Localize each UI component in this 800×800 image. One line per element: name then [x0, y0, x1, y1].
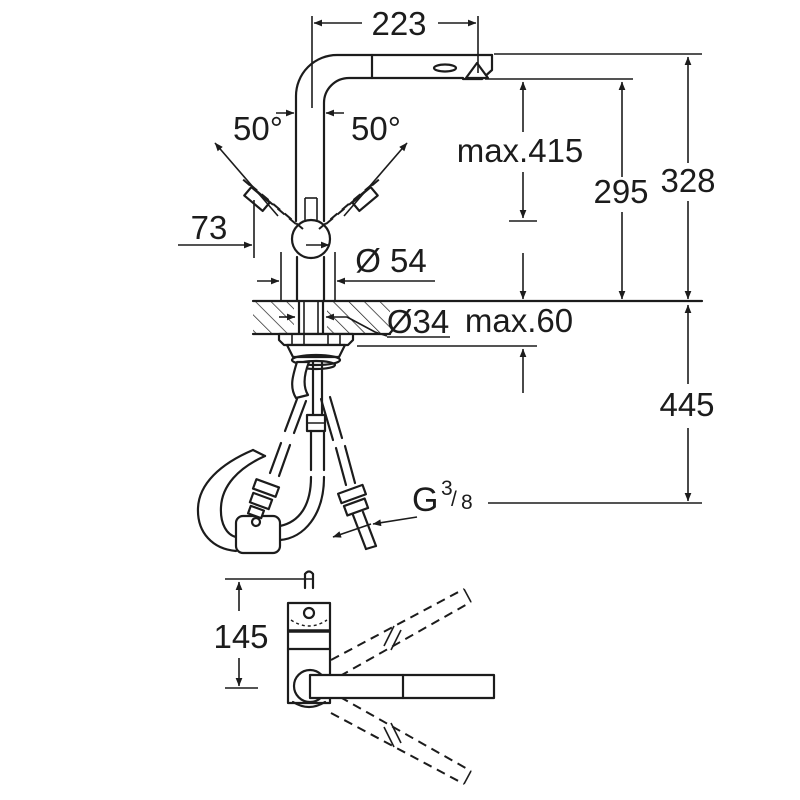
spray-button [432, 63, 458, 73]
dim-text-445: 445 [659, 386, 714, 423]
dim-leader [346, 316, 388, 337]
spout-dashed-upper [339, 601, 472, 677]
lever-pin-top [303, 570, 315, 576]
break-tick [383, 726, 395, 748]
spout-dashed-cap [463, 770, 472, 785]
hose-line [319, 397, 335, 442]
dim-spout-reach: 223 [311, 5, 479, 108]
thread-g: G [412, 481, 438, 519]
dim-text-328: 328 [660, 162, 715, 199]
dim-lever-angles: 50° 50° [214, 109, 408, 217]
supply-hose-left [246, 397, 308, 520]
dim-text-295: 295 [593, 173, 648, 210]
lock-ring [290, 353, 342, 367]
hose-end-cap [364, 544, 378, 551]
dim-deck-thickness: max.60 [357, 253, 573, 393]
thread-slash: / [451, 488, 457, 511]
dim-body-height: 145 [213, 578, 313, 689]
leader-arrow [332, 523, 372, 538]
hose-cone-end [246, 504, 266, 520]
dim-text-50-right: 50° [351, 110, 401, 147]
hose-line [283, 397, 299, 433]
swivel-range [330, 588, 472, 785]
dim-hose-length: 445 [488, 304, 715, 504]
dim-text-d54: Ø 54 [355, 242, 427, 279]
dim-connection-thread: G 3 / 8 [332, 477, 473, 538]
hose-line [268, 441, 283, 475]
angle-leader-left [214, 142, 279, 217]
hose-nut [342, 497, 370, 517]
dim-text-145: 145 [213, 618, 268, 655]
leader-arrow [372, 516, 418, 527]
break-tick [383, 625, 395, 647]
faucet-body [277, 53, 494, 371]
dim-text-73: 73 [191, 209, 228, 246]
spout-dashed-lower [330, 712, 465, 785]
body-top-view [286, 570, 496, 709]
lever-ball-joint [290, 218, 332, 260]
hose-nut [251, 478, 281, 498]
supply-hose-right [319, 395, 378, 551]
base-ellipse [291, 700, 327, 709]
pullout-hose-bend [278, 475, 313, 528]
spout-dashed-cap [463, 588, 472, 603]
dim-text-d34: Ø34 [387, 303, 449, 340]
spout-dashed-upper [330, 588, 465, 661]
mounting-nut [285, 343, 347, 359]
hose-nut [336, 483, 368, 505]
hose-line [277, 443, 292, 478]
dim-total-height: 328 [494, 53, 716, 300]
bottom-view: 145 [213, 570, 496, 785]
dim-text-max415: max.415 [457, 132, 584, 169]
outlet-elbow [291, 360, 311, 400]
hose-line [361, 510, 378, 548]
spout-inner-edge [322, 76, 465, 223]
hose-line [343, 444, 357, 485]
dim-max-height: max.415 [457, 81, 584, 222]
break-tick [390, 722, 402, 744]
weight-screw [250, 516, 262, 528]
hidden-edge [290, 619, 328, 627]
angle-leader-right [343, 142, 408, 217]
hose-loop-inner [219, 454, 267, 539]
thread-numerator: 3 [441, 477, 453, 500]
main-view: 223 50° 50° 73 Ø 54 [178, 5, 716, 555]
hose-line [328, 395, 344, 440]
hose-line [334, 446, 348, 487]
dim-text-50-left: 50° [233, 110, 283, 147]
hose-loop-outer [196, 448, 255, 553]
undersink-hoses [196, 360, 378, 555]
hose-line [292, 399, 308, 435]
pin-hole [302, 606, 316, 620]
pullout-hose-bend [278, 475, 326, 542]
deck-hatch-right [327, 302, 390, 334]
spout-dashed-lower [339, 696, 472, 772]
dim-text-max60: max.60 [465, 302, 573, 339]
hose-line [351, 513, 368, 551]
break-tick [390, 629, 402, 651]
lever-positions [239, 176, 383, 230]
hose-nut [248, 491, 274, 511]
dim-lever-projection: 73 [178, 200, 330, 258]
thread-denominator: 8 [461, 491, 473, 514]
hose-loop-end [251, 448, 267, 458]
mounting-washer [277, 332, 355, 347]
dim-text-223: 223 [371, 5, 426, 42]
dim-hole-diameter: Ø34 [279, 303, 450, 340]
spout-outer-edge [294, 53, 494, 223]
dim-base-diameter: Ø 54 [257, 242, 435, 300]
deck-hatch-left [253, 302, 294, 334]
countertop [251, 299, 704, 336]
aerator-tip [464, 61, 490, 80]
dim-outlet-height: 295 [485, 78, 649, 300]
